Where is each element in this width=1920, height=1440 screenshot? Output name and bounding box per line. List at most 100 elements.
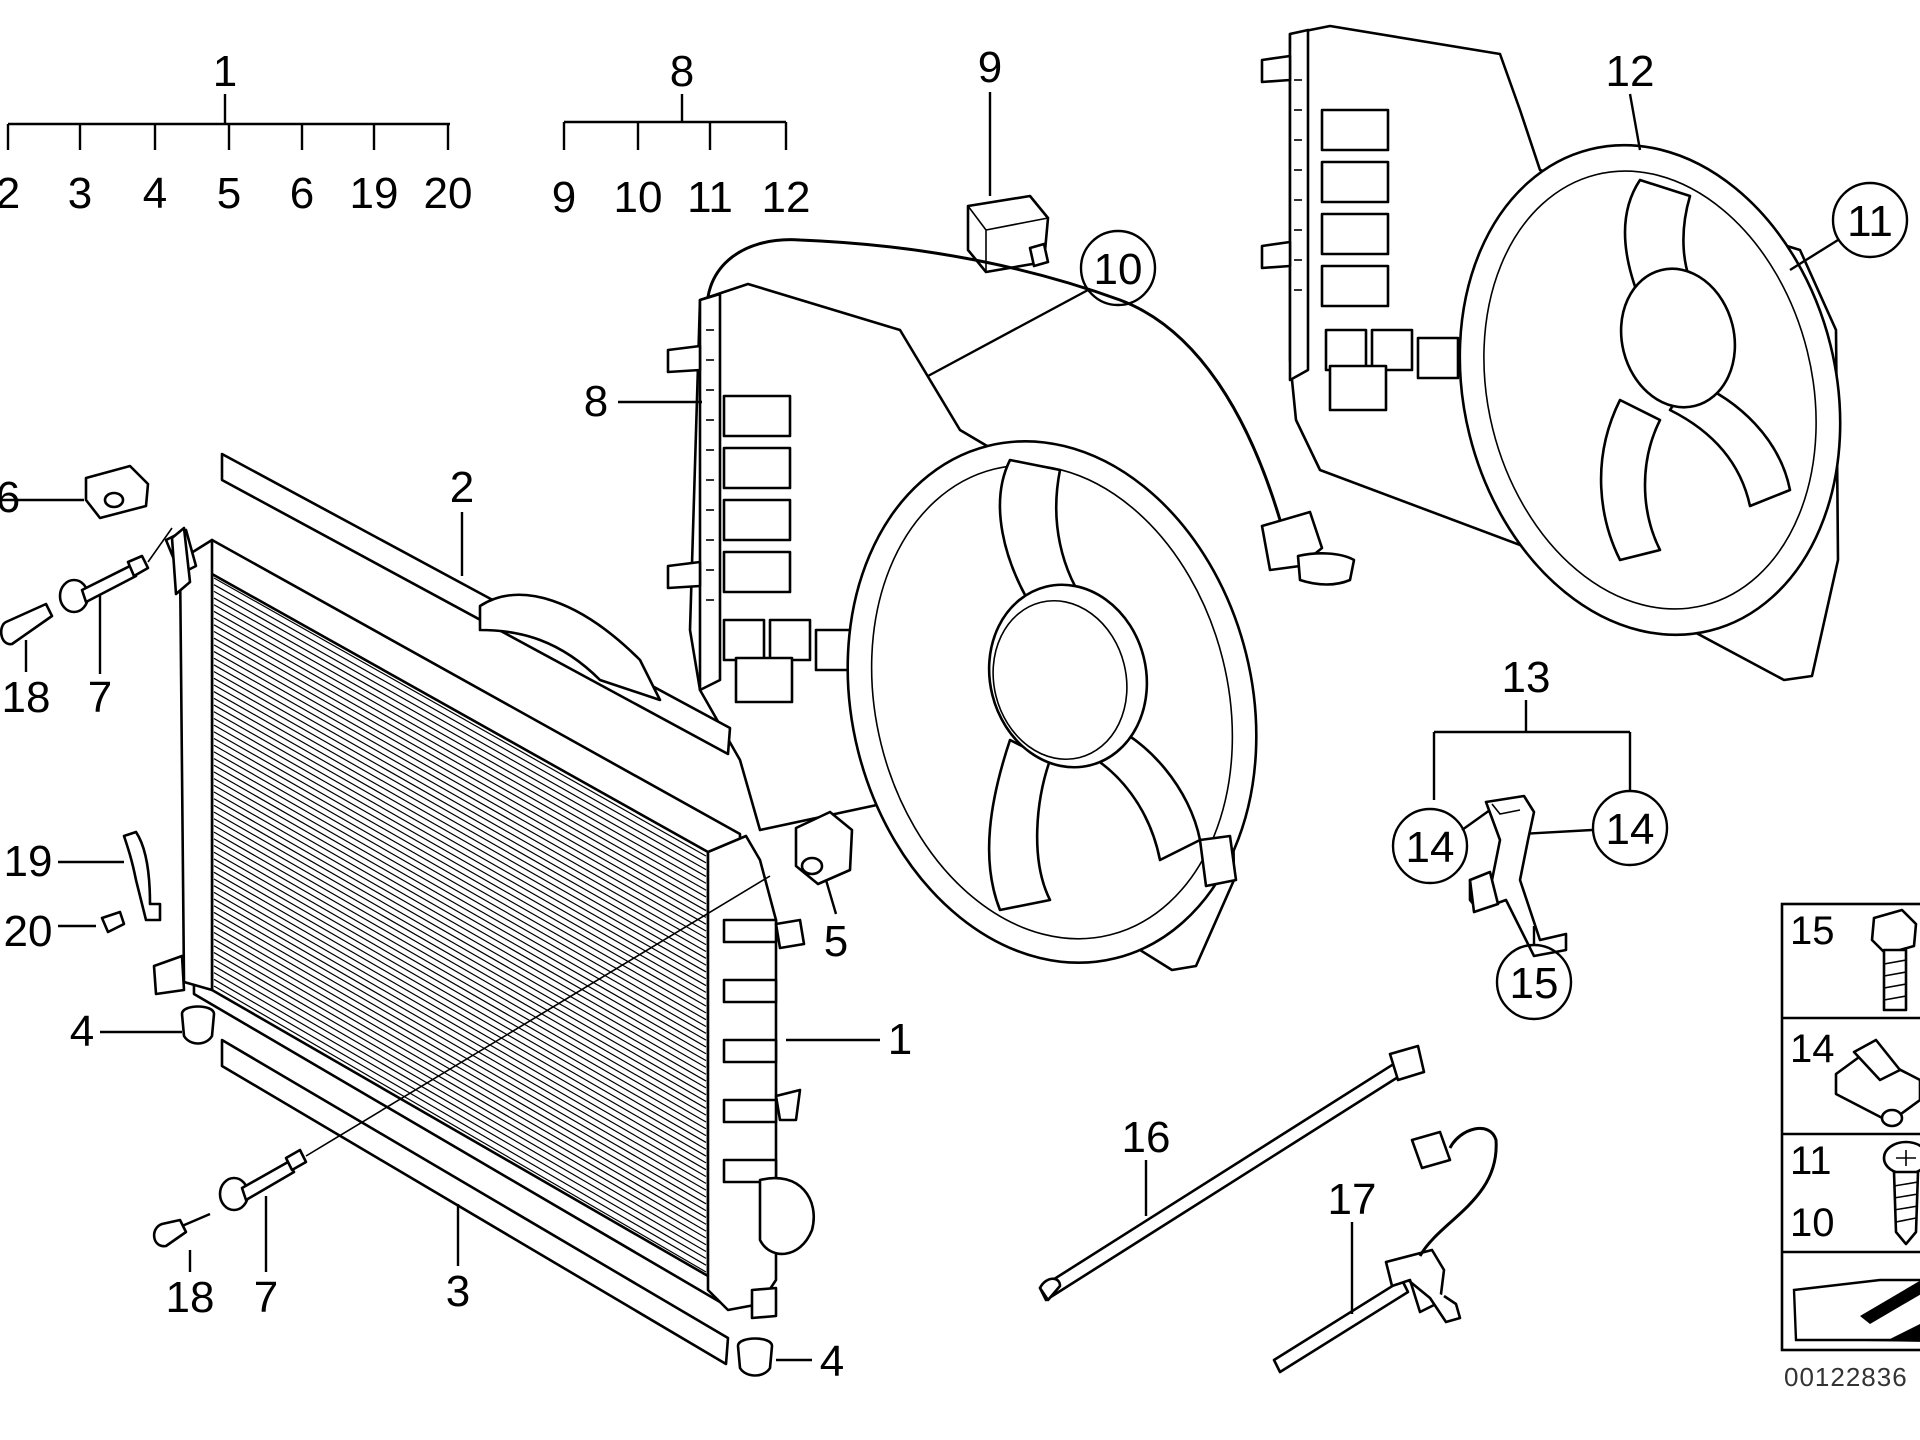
radiator-fins bbox=[213, 577, 707, 1273]
group-8-child-label: 10 bbox=[614, 173, 663, 222]
radiator-fin-line bbox=[213, 911, 707, 1198]
radiator-fin-line bbox=[213, 731, 707, 1014]
radiator-fin-line bbox=[213, 751, 707, 1034]
mount-left: 6 bbox=[0, 464, 150, 522]
radiator-fin-line bbox=[213, 597, 707, 877]
cable-tie-holder: 17 bbox=[1272, 1127, 1498, 1374]
radiator-fin-line bbox=[213, 871, 707, 1157]
radiator-fin-line bbox=[213, 590, 707, 871]
radiator-fin-line bbox=[213, 905, 707, 1191]
legend-item-label: 10 bbox=[1790, 1201, 1835, 1245]
document-id: 00122836 bbox=[1784, 1362, 1908, 1392]
group-13-child-label: 14 bbox=[1606, 805, 1655, 854]
radiator: 1 bbox=[152, 526, 912, 1320]
fan-right-callout: 11 bbox=[1789, 181, 1909, 272]
pin-lower: 7 bbox=[218, 875, 771, 1322]
group-1-child-label: 5 bbox=[217, 169, 241, 218]
group-1-parent-label: 1 bbox=[213, 47, 237, 96]
radiator-fin-line bbox=[213, 985, 707, 1273]
relay-part: 9 bbox=[966, 43, 1050, 274]
mount-lower-right: 4 bbox=[736, 1337, 844, 1386]
radiator-fin-line bbox=[213, 584, 707, 864]
orientation-arrow-icon bbox=[1792, 1278, 1920, 1342]
radiator-fin-line bbox=[213, 945, 707, 1232]
group-8-tree: 8 9 10 11 12 bbox=[552, 47, 811, 222]
radiator-fin-line bbox=[213, 744, 707, 1028]
lower-seal-label: 3 bbox=[446, 1267, 470, 1316]
radiator-fin-line bbox=[213, 972, 707, 1259]
radiator-fin-line bbox=[213, 677, 707, 959]
screw-small-label: 20 bbox=[4, 907, 53, 956]
radiator-fin-line bbox=[213, 664, 707, 946]
clip-bracket: 15 bbox=[1468, 794, 1573, 1021]
radiator-fin-line bbox=[213, 784, 707, 1068]
cable-tie: 16 bbox=[1038, 1044, 1426, 1302]
clip-bracket-bottom-label: 15 bbox=[1510, 959, 1559, 1008]
radiator-fin-line bbox=[213, 577, 707, 857]
fan-shroud-label: 8 bbox=[584, 377, 608, 426]
pin-upper: 7 bbox=[58, 527, 173, 722]
radiator-fin-line bbox=[213, 637, 707, 918]
radiator-fin-line bbox=[213, 624, 707, 905]
legend-item-label: 15 bbox=[1790, 909, 1835, 953]
radiator-fin-line bbox=[213, 644, 707, 925]
radiator-fin-line bbox=[213, 978, 707, 1266]
group-13-tree: 13 14 14 bbox=[1391, 653, 1669, 885]
radiator-fin-line bbox=[213, 651, 707, 932]
mount-right: 5 bbox=[794, 810, 854, 966]
clip-nut-icon bbox=[1834, 1038, 1920, 1128]
screw-small: 20 bbox=[4, 907, 126, 956]
group-1-tree: 1 2 3 4 5 6 19 20 bbox=[0, 47, 472, 218]
radiator-fin-line bbox=[213, 778, 707, 1062]
screw-lower: 18 bbox=[152, 1212, 215, 1322]
group-8-child-label: 12 bbox=[762, 173, 811, 222]
cable-tie-holder-label: 17 bbox=[1328, 1175, 1377, 1224]
radiator-fin-line bbox=[213, 965, 707, 1253]
radiator-fin-line bbox=[213, 671, 707, 952]
radiator-fin-line bbox=[213, 630, 707, 912]
radiator-fin-line bbox=[213, 818, 707, 1103]
pin-upper-label: 7 bbox=[88, 673, 112, 722]
legend-item-label: 11 bbox=[1790, 1139, 1832, 1183]
group-1-child-label: 19 bbox=[350, 169, 399, 218]
radiator-fin-line bbox=[213, 764, 707, 1048]
radiator-fin-line bbox=[213, 717, 707, 1000]
radiator-fin-line bbox=[213, 925, 707, 1212]
group-13-parent-label: 13 bbox=[1502, 653, 1551, 702]
group-8-child-label: 9 bbox=[552, 173, 576, 222]
upper-seal-label: 2 bbox=[450, 463, 474, 512]
radiator-fin-line bbox=[213, 798, 707, 1082]
radiator-fin-line bbox=[213, 738, 707, 1021]
bracket-left-label: 19 bbox=[4, 837, 53, 886]
group-1-child-label: 3 bbox=[68, 169, 92, 218]
radiator-fin-line bbox=[213, 878, 707, 1164]
screw-lower-label: 18 bbox=[166, 1273, 215, 1322]
mount-lower-left: 4 bbox=[70, 1005, 216, 1056]
radiator-fin-line bbox=[213, 958, 707, 1246]
radiator-fin-line bbox=[213, 838, 707, 1123]
radiator-fin-line bbox=[213, 831, 707, 1116]
radiator-fin-line bbox=[213, 711, 707, 993]
mount-right-label: 5 bbox=[824, 917, 848, 966]
relay-label: 9 bbox=[978, 43, 1002, 92]
fan-right-label: 11 bbox=[1847, 197, 1893, 246]
radiator-fin-line bbox=[213, 918, 707, 1205]
group-1-child-label: 6 bbox=[290, 169, 314, 218]
radiator-fin-line bbox=[213, 691, 707, 973]
mount-lower-left-label: 4 bbox=[70, 1007, 94, 1056]
radiator-fin-line bbox=[213, 617, 707, 898]
radiator-fin-line bbox=[213, 684, 707, 966]
radiator-label: 1 bbox=[888, 1015, 912, 1064]
fastener-legend: 15 14 11 10 bbox=[1780, 902, 1920, 1352]
radiator-fin-line bbox=[213, 898, 707, 1184]
radiator-fin-line bbox=[213, 811, 707, 1096]
radiator-fin-line bbox=[213, 824, 707, 1109]
lower-seal: 3 bbox=[220, 1038, 730, 1366]
radiator-fin-line bbox=[213, 952, 707, 1239]
cable-tie-label: 16 bbox=[1122, 1113, 1171, 1162]
radiator-fin-line bbox=[213, 851, 707, 1137]
mount-lower-right-label: 4 bbox=[820, 1337, 844, 1386]
upper-seal: 2 bbox=[220, 452, 732, 756]
screw-upper: 18 bbox=[0, 602, 54, 722]
group-1-child-label: 2 bbox=[0, 169, 20, 218]
